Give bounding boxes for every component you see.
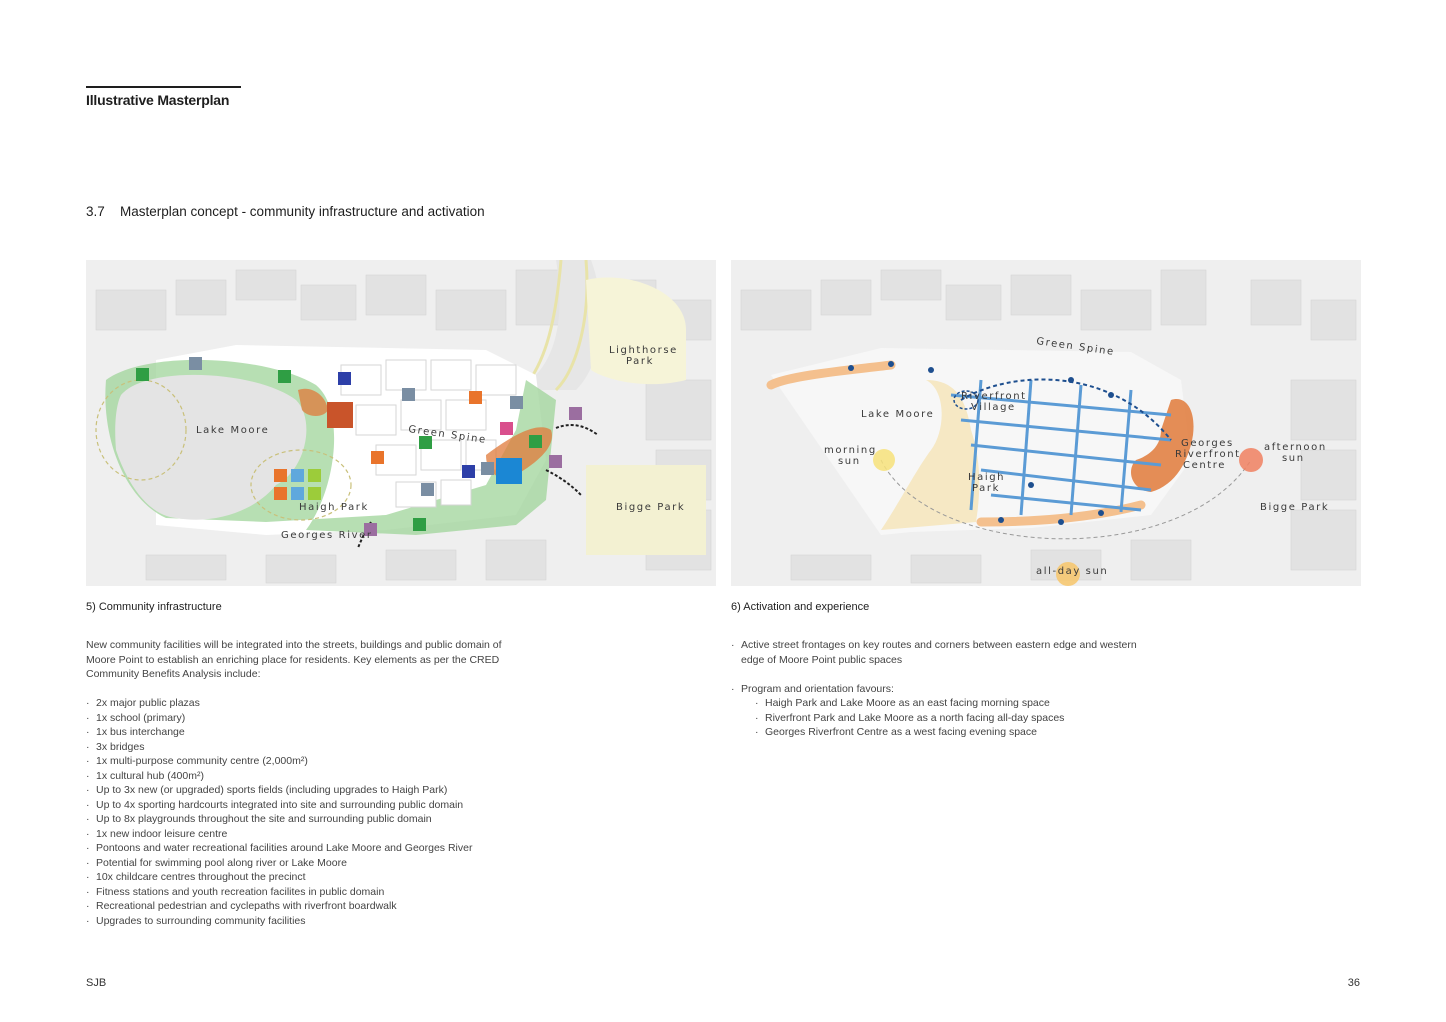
label-haigh-park-1: Haigh xyxy=(968,472,1005,483)
all-day-sun-icon xyxy=(1056,562,1080,586)
label-georges-centre-1: Georges xyxy=(1181,438,1234,449)
bridge-icon xyxy=(549,455,562,468)
label-bigge-park: Bigge Park xyxy=(616,502,685,513)
toilet-icon xyxy=(189,357,202,370)
list-item: 1x cultural hub (400m²) xyxy=(86,769,472,784)
playground-icon xyxy=(371,451,384,464)
toilet-icon xyxy=(421,483,434,496)
tree-icon xyxy=(419,436,432,449)
label-afternoon-sun-2: sun xyxy=(1282,453,1305,464)
tree-icon xyxy=(136,368,149,381)
sports-icon xyxy=(274,469,287,482)
list-item: Upgrades to surrounding community facili… xyxy=(86,914,472,929)
label-bigge-park: Bigge Park xyxy=(1260,502,1329,513)
list-item: 1x school (primary) xyxy=(86,711,472,726)
sub-list-item: Haigh Park and Lake Moore as an east fac… xyxy=(755,696,1151,711)
morning-sun-icon xyxy=(873,449,895,471)
footer-brand: SJB xyxy=(86,977,107,989)
label-riverfront-village-1: Riverfront xyxy=(961,391,1027,402)
label-morning-sun-2: sun xyxy=(838,456,861,467)
label-haigh-park-2: Park xyxy=(972,483,1000,494)
map-icons xyxy=(136,357,582,536)
activation-experience-map: Green Spine Lake Moore Riverfront Villag… xyxy=(731,260,1361,586)
section-number: 3.7 xyxy=(86,204,105,219)
community-icon xyxy=(496,458,522,484)
afternoon-sun-icon xyxy=(1239,448,1263,472)
list-item: Up to 3x new (or upgraded) sports fields… xyxy=(86,783,472,798)
shopping-cart-icon xyxy=(462,465,475,478)
sports-icon xyxy=(291,487,304,500)
list-item: Up to 4x sporting hardcourts integrated … xyxy=(86,798,472,813)
bus-icon xyxy=(469,391,482,404)
list-item: 10x childcare centres throughout the pre… xyxy=(86,870,472,885)
section-title: Masterplan concept - community infrastru… xyxy=(120,204,485,219)
art-palette-icon xyxy=(327,402,353,428)
list-item: 2x major public plazas xyxy=(86,696,472,711)
sports-icon xyxy=(291,469,304,482)
sub-list-item: Georges Riverfront Centre as a west faci… xyxy=(755,725,1151,740)
caption-activation-experience: 6) Activation and experience xyxy=(731,601,870,613)
label-morning-sun-1: morning xyxy=(824,445,877,456)
list-item: Program and orientation favours: Haigh P… xyxy=(731,682,1151,740)
bridge-icon xyxy=(364,523,377,536)
page-title: Illustrative Masterplan xyxy=(86,92,230,108)
label-georges-centre-2: Riverfront xyxy=(1175,449,1241,460)
caption-community-infrastructure: 5) Community infrastructure xyxy=(86,601,222,613)
list-item: Potential for swimming pool along river … xyxy=(86,856,472,871)
list-item: Pontoons and water recreational faciliti… xyxy=(86,841,472,856)
list-item: Active street frontages on key routes an… xyxy=(731,638,1151,667)
list-item: 3x bridges xyxy=(86,740,472,755)
label-riverfront-village-2: Village xyxy=(971,402,1016,413)
tree-icon xyxy=(278,370,291,383)
toilet-icon xyxy=(402,388,415,401)
label-all-day-sun: all-day sun xyxy=(1036,566,1108,577)
list-item-label: Program and orientation favours: xyxy=(741,682,894,695)
toilet-icon xyxy=(481,462,494,475)
label-lighthorse-park-1: Lighthorse xyxy=(609,345,678,356)
header-rule xyxy=(86,86,241,88)
tree-icon xyxy=(413,518,426,531)
sports-icon xyxy=(308,487,321,500)
toilet-icon xyxy=(510,396,523,409)
activation-list: Active street frontages on key routes an… xyxy=(731,638,1151,740)
sub-list: Haigh Park and Lake Moore as an east fac… xyxy=(755,696,1151,740)
sports-icon xyxy=(274,487,287,500)
list-item: 1x multi-purpose community centre (2,000… xyxy=(86,754,472,769)
community-infrastructure-map: Lake Moore Green Spine Lighthorse Park H… xyxy=(86,260,716,586)
intro-paragraph: New community facilities will be integra… xyxy=(86,639,502,680)
activation-zone-west xyxy=(298,388,328,416)
page-number: 36 xyxy=(1347,977,1360,989)
list-item: Up to 8x playgrounds throughout the site… xyxy=(86,812,472,827)
section-heading: 3.7 Masterplan concept - community infras… xyxy=(86,204,485,219)
list-item: 1x new indoor leisure centre xyxy=(86,827,472,842)
label-lighthorse-park-2: Park xyxy=(626,356,654,367)
label-lake-moore: Lake Moore xyxy=(196,425,269,436)
bridge-icon xyxy=(569,407,582,420)
label-haigh-park: Haigh Park xyxy=(299,502,369,513)
label-lake-moore: Lake Moore xyxy=(861,409,934,420)
sub-list-item: Riverfront Park and Lake Moore as a nort… xyxy=(755,711,1151,726)
shopping-cart-icon xyxy=(338,372,351,385)
list-item: Recreational pedestrian and cyclepaths w… xyxy=(86,899,472,914)
tree-icon xyxy=(529,435,542,448)
label-georges-river: Georges River xyxy=(281,530,373,541)
label-georges-centre-3: Centre xyxy=(1183,460,1226,471)
label-afternoon-sun-1: afternoon xyxy=(1264,442,1327,453)
facilities-list: 2x major public plazas 1x school (primar… xyxy=(86,696,472,928)
school-icon xyxy=(500,422,513,435)
sports-icon xyxy=(308,469,321,482)
list-item: 1x bus interchange xyxy=(86,725,472,740)
list-item: Fitness stations and youth recreation fa… xyxy=(86,885,472,900)
